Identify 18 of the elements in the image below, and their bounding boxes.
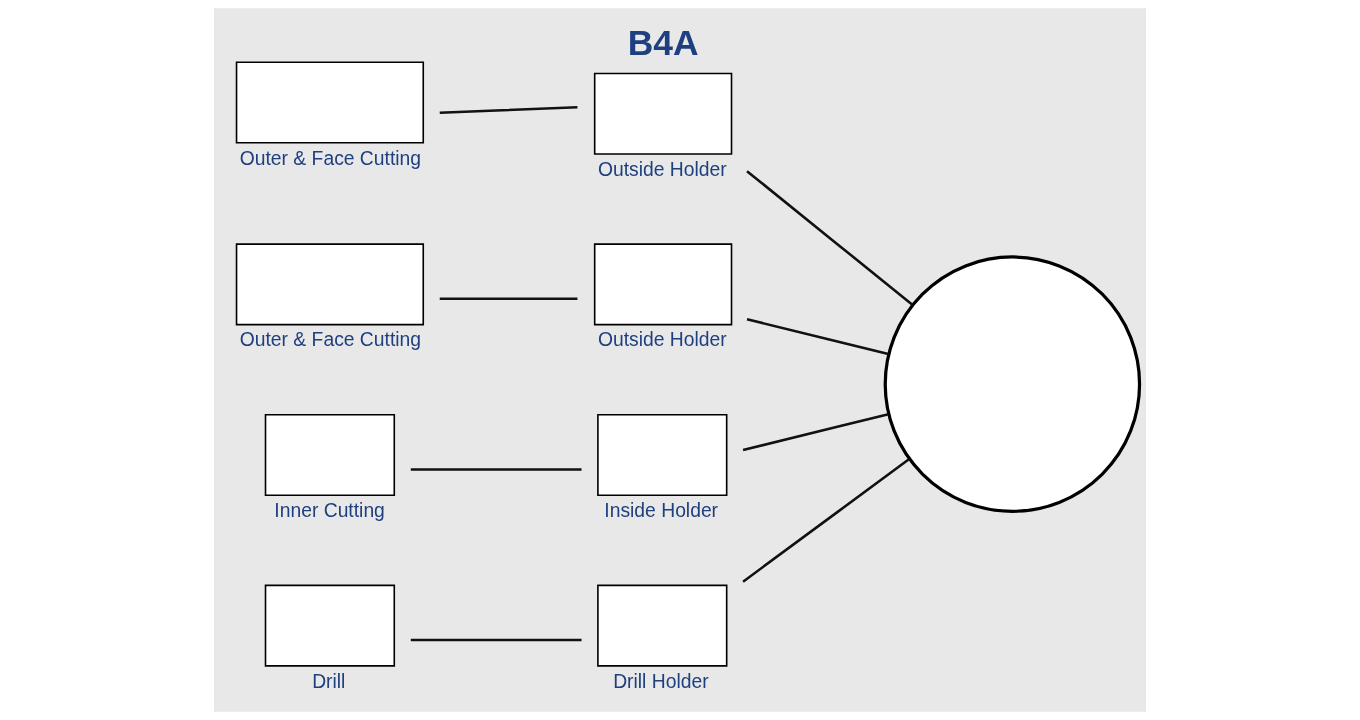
node-label: Inner Cutting <box>274 500 385 522</box>
node-label: Outside Holder <box>597 329 727 351</box>
connector <box>410 638 582 642</box>
connector <box>746 170 914 306</box>
connector <box>742 412 889 452</box>
connector <box>742 458 910 583</box>
node-label: Drill <box>312 670 346 692</box>
connector <box>439 106 578 114</box>
node-label: Drill Holder <box>613 670 709 692</box>
node-label: Inside Holder <box>604 500 719 522</box>
node-circle <box>883 255 1142 513</box>
connector <box>439 297 578 301</box>
node-label: B4A <box>627 23 699 64</box>
connector <box>746 318 889 356</box>
node-label: Outer & Face Cutting <box>239 147 422 169</box>
connector <box>410 468 582 471</box>
node-label: Outer & Face Cutting <box>239 329 422 351</box>
node-label: Outside Holder <box>597 158 727 180</box>
